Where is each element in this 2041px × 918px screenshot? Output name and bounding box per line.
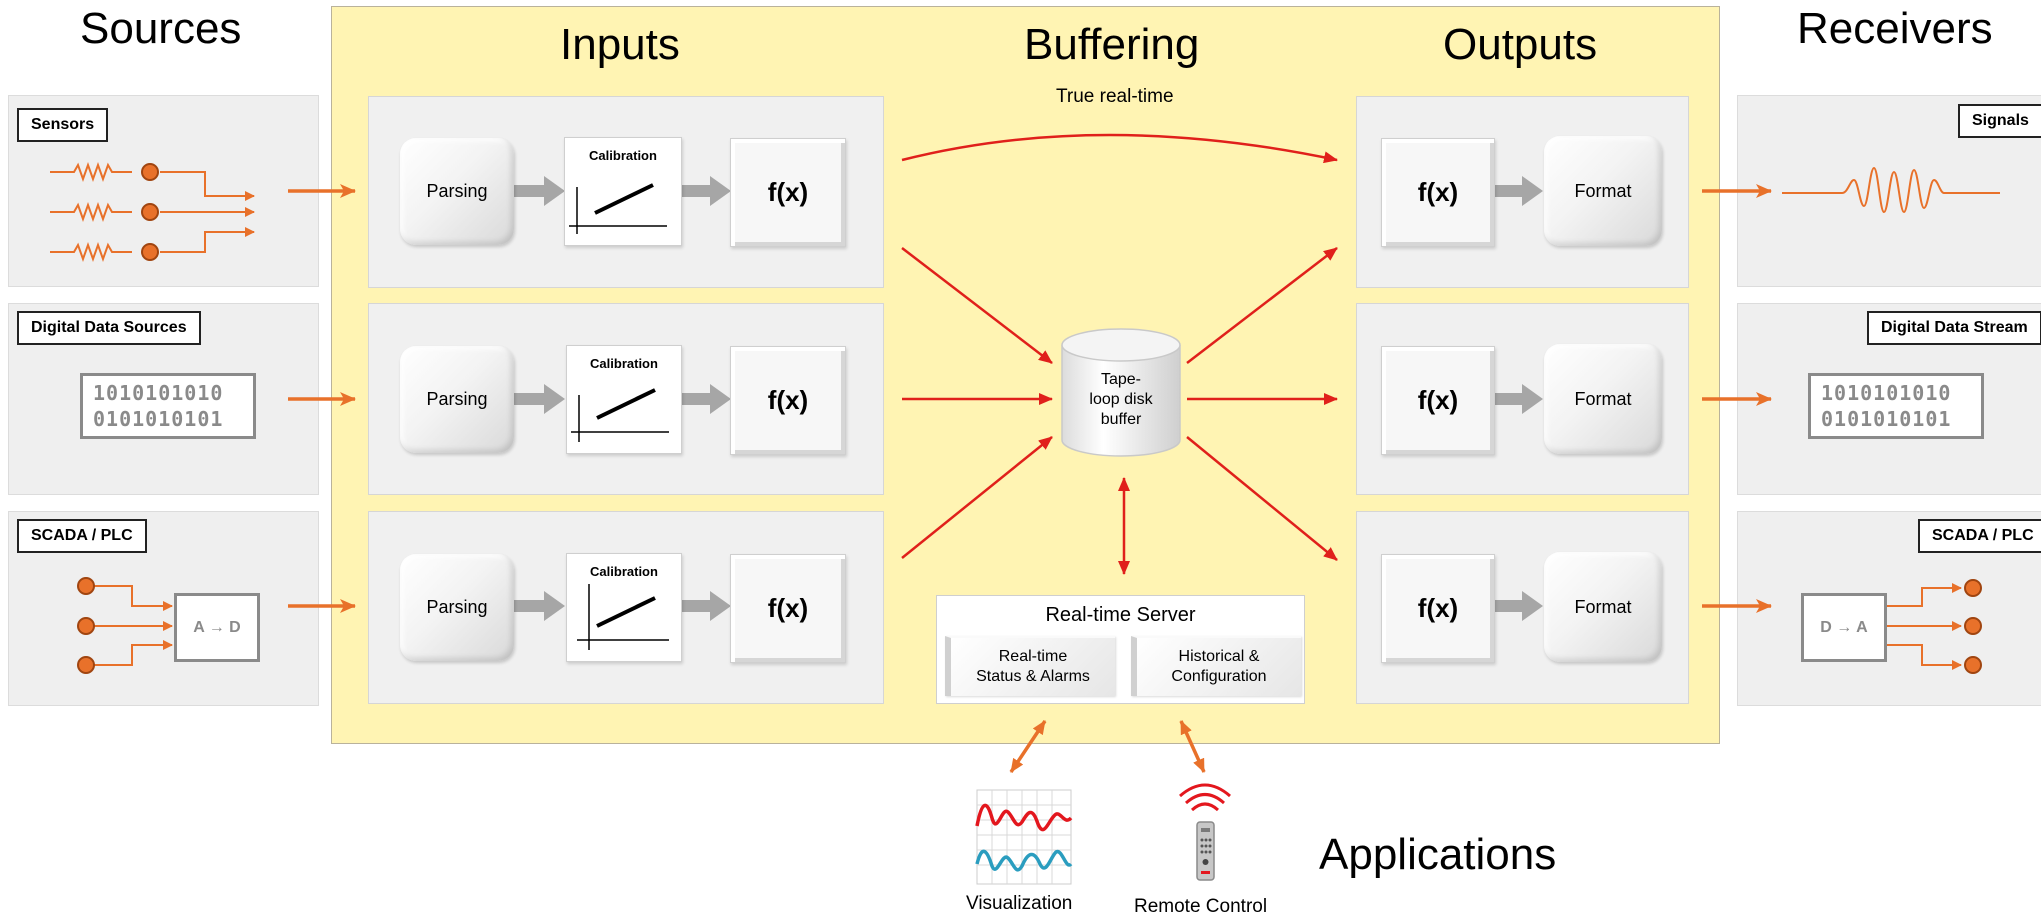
realtime-server: Real-time Server Real-time Status & Alar…	[936, 595, 1305, 704]
status-alarms-line: Real-time	[998, 648, 1068, 665]
tag-digital-data-stream: Digital Data Stream	[1867, 311, 2041, 345]
function-block: f(x)	[730, 138, 846, 247]
heading-sources: Sources	[80, 4, 242, 53]
tag-digital-data-sources: Digital Data Sources	[17, 311, 201, 345]
calibration-title: Calibration	[590, 564, 658, 579]
resistor-icon	[50, 162, 132, 182]
output-function-block: f(x)	[1381, 554, 1495, 663]
source-arrows	[288, 184, 356, 613]
heading-buffering: Buffering	[1024, 20, 1200, 69]
application-arrows	[1009, 720, 1206, 773]
sensor-circuits	[50, 162, 255, 262]
buffer-label-line: loop disk	[1089, 391, 1153, 408]
process-arrows	[514, 176, 1543, 621]
terminal-icon	[1964, 579, 1982, 674]
status-alarms-line: Status & Alarms	[976, 668, 1090, 685]
buffer-label-line: buffer	[1100, 411, 1142, 428]
a-to-d-converter: A → D	[174, 593, 260, 662]
format-block: Format	[1544, 136, 1662, 246]
parsing-block: Parsing	[400, 346, 514, 453]
calibration-graph-icon	[569, 183, 667, 234]
terminal-icon	[77, 577, 95, 674]
calibration-block: Calibration	[566, 553, 682, 662]
heading-applications: Applications	[1319, 830, 1557, 879]
format-block: Format	[1544, 552, 1662, 662]
cylinder-icon	[1061, 328, 1181, 457]
resistor-icon	[50, 242, 132, 262]
scada-output-wires	[1883, 583, 1962, 670]
heading-receivers: Receivers	[1797, 4, 1993, 53]
output-function-block: f(x)	[1381, 346, 1495, 455]
binary-line: 1010101010	[1821, 381, 1952, 405]
resistor-icon	[50, 202, 132, 222]
parsing-block: Parsing	[400, 138, 514, 245]
buffer-label-line: Tape-	[1100, 371, 1142, 388]
calibration-block: Calibration	[564, 137, 682, 246]
binary-code-receiver: 1010101010 0101010101	[1808, 373, 1984, 439]
buffer-label: Tape- loop disk buffer	[1062, 370, 1180, 430]
historical-config-line: Configuration	[1171, 668, 1267, 685]
scada-input-wires	[94, 585, 173, 666]
calibration-title: Calibration	[589, 148, 657, 163]
output-function-block: f(x)	[1381, 138, 1495, 247]
historical-config-line: Historical &	[1178, 648, 1260, 665]
binary-code-source: 1010101010 0101010101	[80, 373, 256, 439]
chart-icon	[975, 789, 1073, 885]
buffering-subtitle: True real-time	[1056, 86, 1174, 107]
receiver-arrows	[1702, 184, 1772, 613]
tag-scada-plc-source: SCADA / PLC	[17, 519, 147, 553]
d-to-a-converter: D → A	[1801, 593, 1887, 662]
remote-control-label: Remote Control	[1134, 896, 1268, 917]
binary-line: 0101010101	[93, 407, 224, 431]
status-alarms-panel: Real-time Status & Alarms	[945, 636, 1115, 696]
buffer-arrows	[901, 133, 1338, 575]
calibration-block: Calibration	[566, 345, 682, 454]
binary-line: 0101010101	[1821, 407, 1952, 431]
function-block: f(x)	[730, 346, 846, 455]
signal-wave-icon	[1782, 166, 2000, 214]
binary-line: 1010101010	[93, 381, 224, 405]
visualization-label: Visualization	[966, 893, 1073, 914]
server-title: Real-time Server	[1045, 604, 1196, 626]
historical-config-panel: Historical & Configuration	[1131, 636, 1301, 696]
heading-inputs: Inputs	[560, 20, 680, 69]
calibration-title: Calibration	[590, 356, 658, 371]
calibration-graph-icon	[571, 388, 669, 442]
tag-sensors: Sensors	[17, 108, 109, 142]
remote-icon	[1179, 783, 1231, 881]
tag-signals: Signals	[1958, 104, 2041, 138]
calibration-graph-icon	[577, 584, 669, 650]
format-block: Format	[1544, 344, 1662, 454]
function-block: f(x)	[730, 554, 846, 663]
terminal-icon	[141, 163, 159, 261]
parsing-block: Parsing	[400, 554, 514, 661]
tag-scada-plc-receiver: SCADA / PLC	[1918, 519, 2041, 553]
heading-outputs: Outputs	[1443, 20, 1598, 69]
